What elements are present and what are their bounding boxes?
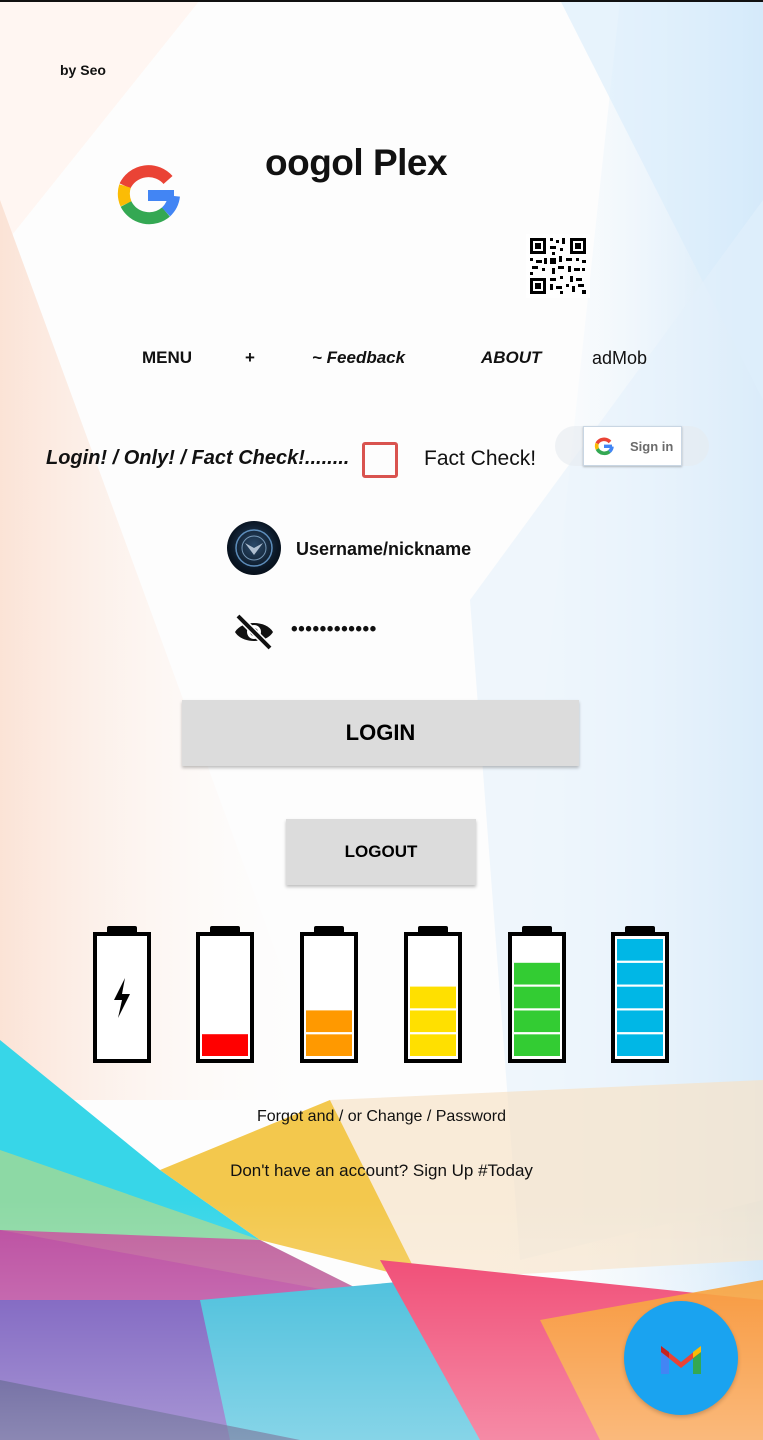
- app-title: oogol Plex: [265, 142, 448, 183]
- byline: by Seo: [60, 62, 106, 78]
- gmail-fab-button[interactable]: [624, 1301, 738, 1415]
- battery-level-1-icon: [196, 926, 254, 1064]
- battery-level-3-icon: [404, 926, 462, 1064]
- password-field[interactable]: ••••••••••••: [291, 619, 377, 640]
- google-logo-icon: [116, 162, 180, 226]
- fact-check-label: Fact Check!: [424, 447, 537, 470]
- google-g-icon: [594, 437, 614, 456]
- logout-button[interactable]: LOGOUT: [286, 819, 476, 885]
- battery-full-icon: [611, 926, 669, 1064]
- gmail-icon: [661, 1346, 701, 1374]
- signup-link[interactable]: Don't have an account? Sign Up #Today: [230, 1161, 533, 1180]
- eye-off-icon[interactable]: [232, 612, 276, 652]
- menu-item-about[interactable]: ABOUT: [481, 348, 542, 367]
- menu-item-admob[interactable]: adMob: [592, 348, 648, 368]
- battery-charging-icon: [93, 926, 151, 1064]
- avatar[interactable]: [227, 521, 281, 575]
- battery-level-2-icon: [300, 926, 358, 1064]
- battery-level-4-icon: [508, 926, 566, 1064]
- menu-item-feedback[interactable]: ~ Feedback: [312, 348, 406, 367]
- fact-check-heading: Login! / Only! / Fact Check!........: [46, 447, 350, 469]
- menu-item-plus[interactable]: +: [245, 348, 255, 367]
- top-border: [0, 0, 763, 2]
- signin-label: Sign in: [630, 438, 674, 454]
- login-button[interactable]: LOGIN: [182, 700, 579, 766]
- fact-check-checkbox[interactable]: [362, 442, 398, 478]
- qr-code-icon[interactable]: [526, 234, 590, 298]
- username-field[interactable]: Username/nickname: [296, 539, 472, 559]
- forgot-password-link[interactable]: Forgot and / or Change / Password: [256, 1108, 507, 1125]
- menu-item-menu[interactable]: MENU: [142, 348, 193, 367]
- google-signin-button[interactable]: Sign in: [583, 426, 682, 466]
